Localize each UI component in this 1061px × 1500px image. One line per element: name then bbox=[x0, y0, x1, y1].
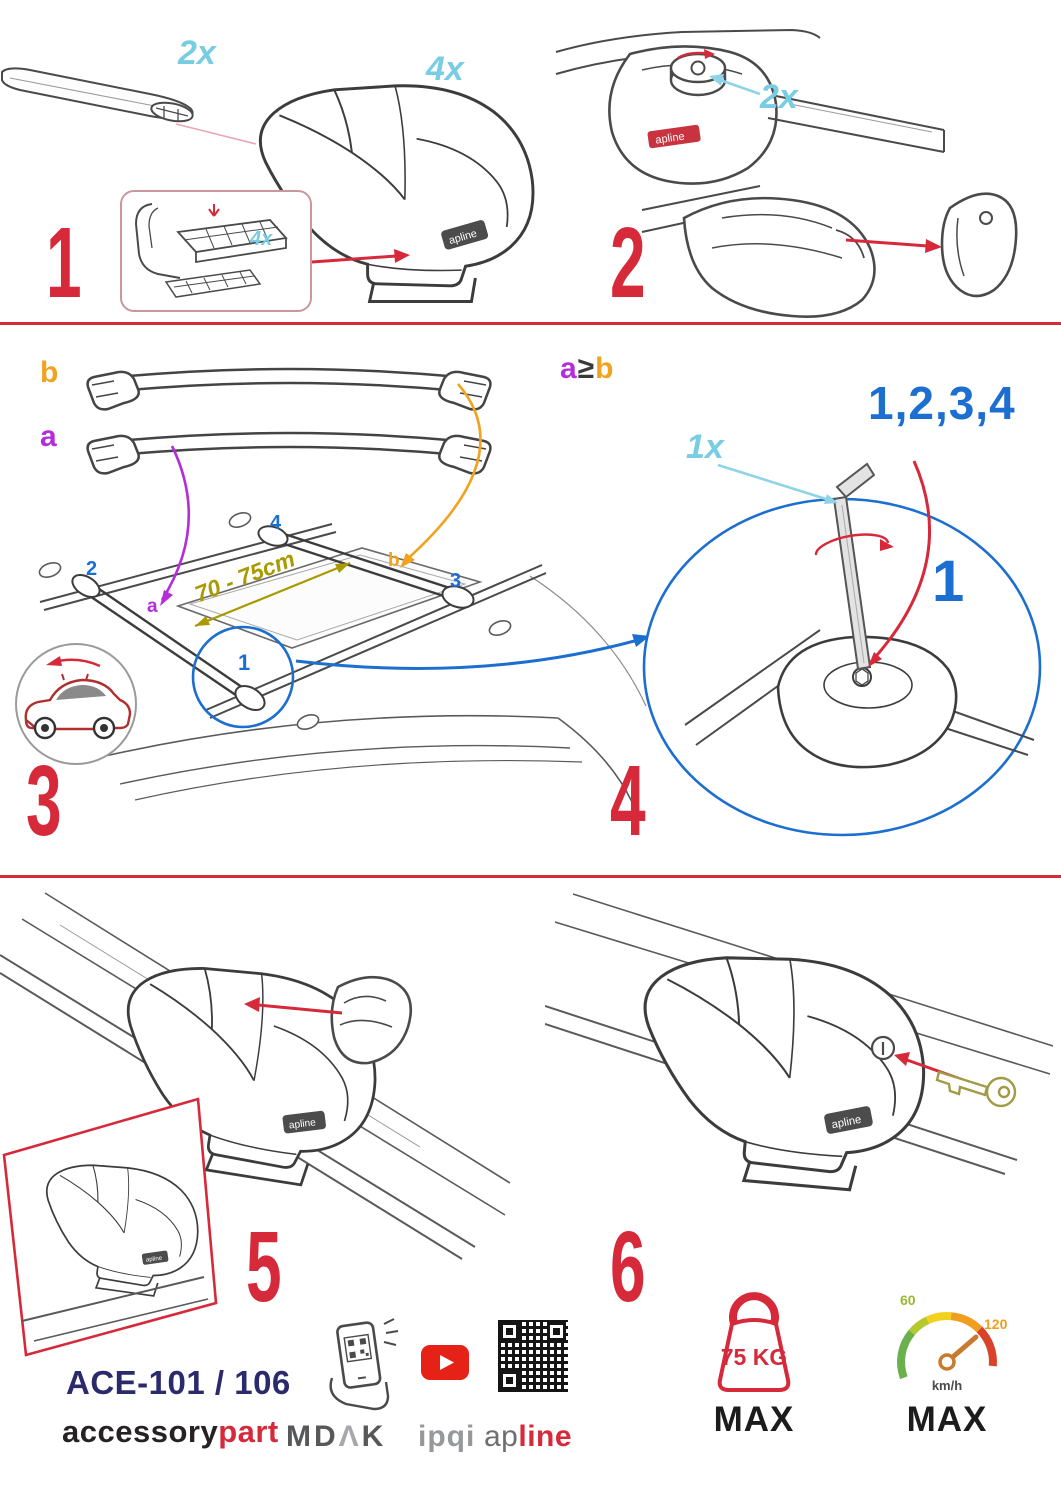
lock-knob-illustration: apline bbox=[555, 28, 945, 185]
qty-locks-label: 2x bbox=[760, 78, 798, 116]
condition-b: b bbox=[595, 352, 615, 385]
attach-arrow bbox=[845, 238, 929, 248]
first-step-label: 1 bbox=[932, 549, 965, 614]
weight-max-label: MAX bbox=[713, 1400, 795, 1439]
mdak-lambda: Λ bbox=[338, 1420, 362, 1453]
phone-qr-scan-icon bbox=[329, 1318, 399, 1411]
cover-cap-illustration bbox=[641, 185, 1018, 318]
slide-on-rail-illustration bbox=[0, 892, 511, 1357]
step3-number: 3 bbox=[26, 745, 62, 857]
rubber-pad-illustration bbox=[134, 203, 288, 298]
rotate-arrow bbox=[814, 533, 890, 556]
brand-part: part bbox=[218, 1414, 279, 1449]
section-divider bbox=[0, 875, 1061, 878]
cyan-pointer-arrow bbox=[719, 78, 761, 96]
inset-red-arrow bbox=[311, 249, 410, 264]
allen-key-icon bbox=[832, 495, 872, 671]
qty-clamps-label: 4x bbox=[426, 50, 464, 88]
apline-logo: apline bbox=[484, 1420, 572, 1454]
condition-a: a bbox=[560, 352, 578, 385]
step2-number: 2 bbox=[610, 207, 646, 319]
speed-max-label: MAX bbox=[906, 1400, 988, 1439]
cyan-pointer-arrow bbox=[717, 463, 827, 501]
step4-number: 4 bbox=[610, 745, 646, 857]
section-divider bbox=[0, 322, 1061, 325]
car-inset-illustration bbox=[15, 643, 137, 765]
apline-line: line bbox=[518, 1420, 573, 1453]
step1-number: 1 bbox=[46, 207, 82, 319]
tightening-detail-illustration bbox=[642, 460, 1042, 837]
condition-gte: ≥ bbox=[577, 352, 596, 385]
qty-pads-label: 4x bbox=[250, 228, 273, 250]
sequence-label: 1,2,3,4 bbox=[868, 377, 1016, 429]
model-number: ACE-101 / 106 bbox=[66, 1364, 291, 1401]
insert-arrow bbox=[208, 204, 220, 217]
qty-key-label: 1x bbox=[686, 428, 724, 466]
roof-pos-1: 1 bbox=[238, 650, 251, 675]
lock-with-key-illustration bbox=[545, 893, 1054, 1197]
speed-low-label: 60 bbox=[900, 1292, 916, 1308]
orange-arrow bbox=[400, 383, 482, 568]
ipqi-logo: ipqi bbox=[418, 1420, 476, 1453]
speed-unit-label: km/h bbox=[931, 1378, 963, 1393]
speed-high-label: 120 bbox=[984, 1316, 1008, 1332]
mdak-md: MD bbox=[286, 1420, 339, 1453]
car-silhouette bbox=[24, 678, 132, 731]
bar-b-label: b bbox=[40, 356, 59, 389]
roof-label-b: b bbox=[388, 550, 400, 571]
roof-pos-2: 2 bbox=[86, 558, 98, 580]
qr-code bbox=[498, 1320, 568, 1392]
mdak-logo: MDΛK bbox=[286, 1420, 386, 1454]
brand-accessory: accessory bbox=[62, 1414, 219, 1449]
roof-pos-4: 4 bbox=[270, 512, 282, 534]
weight-limit-icon bbox=[717, 1292, 791, 1392]
crossbar-illustration bbox=[0, 67, 257, 145]
roof-label-a: a bbox=[147, 596, 158, 617]
mdak-k: K bbox=[361, 1420, 387, 1453]
youtube-icon bbox=[421, 1345, 469, 1380]
speedometer-icon bbox=[897, 1312, 997, 1380]
sequence-arrow bbox=[868, 460, 931, 665]
roof-illustration bbox=[38, 512, 650, 803]
leader-line bbox=[175, 123, 257, 145]
zoom-arrow bbox=[295, 638, 639, 670]
apline-ap: ap bbox=[484, 1420, 519, 1453]
key-icon bbox=[935, 1070, 1017, 1108]
brand-logo: accessorypart bbox=[62, 1414, 279, 1450]
qty-bars-label: 2x bbox=[178, 34, 216, 72]
weight-limit-label: 75 KG bbox=[720, 1344, 788, 1370]
roof-pos-3: 3 bbox=[450, 570, 462, 592]
step6-number: 6 bbox=[610, 1211, 646, 1323]
purple-arrow bbox=[160, 445, 191, 606]
distance-arrow bbox=[194, 561, 351, 628]
sticker-label: apline bbox=[655, 131, 686, 147]
bar-a-label: a bbox=[40, 420, 57, 453]
pad-inset-box bbox=[120, 190, 312, 312]
slide-arrow bbox=[257, 1003, 343, 1015]
condition-label: a≥b bbox=[560, 352, 614, 386]
step5-number: 5 bbox=[246, 1211, 282, 1323]
detail-circle bbox=[191, 625, 295, 729]
